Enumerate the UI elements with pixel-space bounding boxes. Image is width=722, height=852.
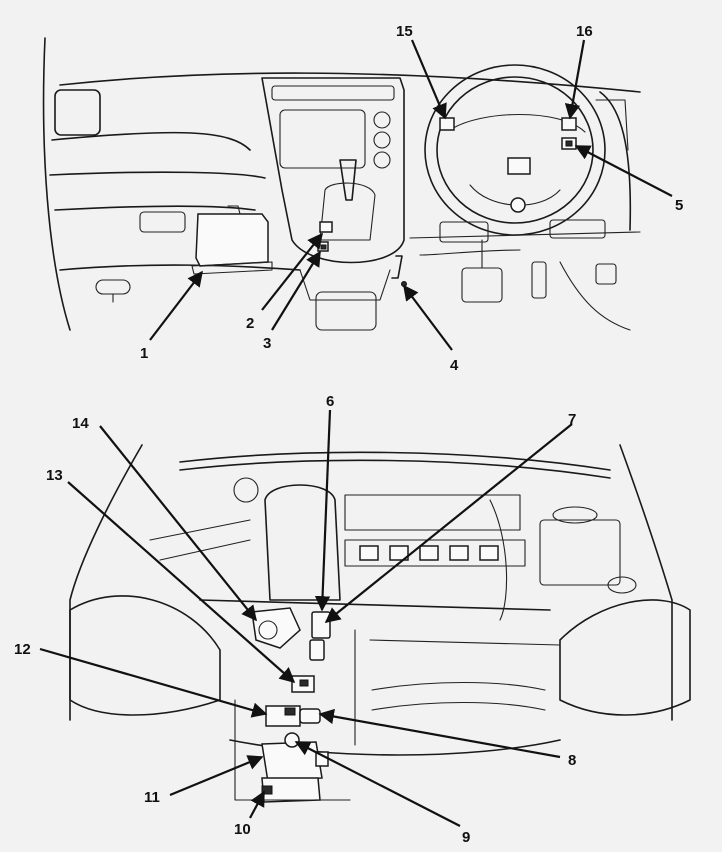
leader-3	[271, 250, 321, 331]
callout-7: 7	[568, 411, 576, 428]
leader-lines	[39, 39, 673, 827]
leader-16	[564, 39, 586, 120]
callout-9: 9	[462, 829, 470, 846]
callout-3: 3	[263, 335, 271, 352]
callout-12: 12	[14, 641, 31, 658]
callout-16: 16	[576, 23, 593, 40]
leader-2	[261, 232, 323, 311]
steering-wheel	[424, 64, 606, 236]
callout-13: 13	[46, 467, 63, 484]
callout-2: 2	[246, 315, 254, 332]
callout-6: 6	[326, 393, 334, 410]
engine-bay-illustration	[69, 444, 691, 803]
leader-13	[67, 481, 296, 684]
callout-1: 1	[140, 345, 148, 362]
callout-10: 10	[234, 821, 251, 838]
leader-8	[318, 708, 561, 759]
leader-7	[324, 423, 573, 623]
leader-10	[249, 790, 265, 819]
leader-4	[403, 284, 453, 351]
callout-5: 5	[675, 197, 683, 214]
ecu-module	[191, 205, 273, 275]
leader-14	[99, 425, 257, 622]
leader-1	[149, 270, 203, 341]
leader-11	[169, 755, 264, 797]
callout-8: 8	[568, 752, 576, 769]
callout-labels: 1 2 3 4 5 6 7 8 9 10 11 12 13 14 15 16	[14, 23, 683, 846]
callout-14: 14	[72, 415, 89, 432]
dashboard-illustration	[42, 37, 641, 331]
leader-15	[410, 39, 447, 120]
leader-6	[314, 409, 332, 612]
callout-4: 4	[450, 357, 459, 374]
leader-9	[294, 741, 461, 827]
callout-15: 15	[396, 23, 413, 40]
leader-12	[39, 647, 268, 718]
leader-5	[574, 145, 673, 197]
callout-11: 11	[144, 789, 160, 806]
